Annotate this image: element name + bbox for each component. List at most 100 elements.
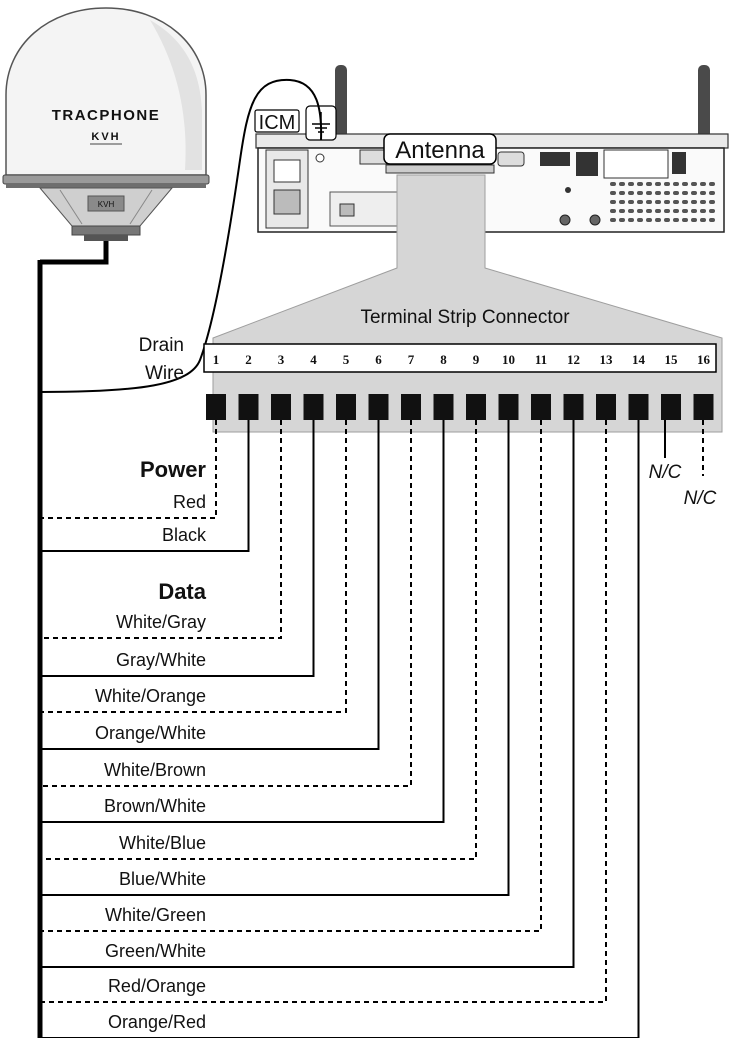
terminal-pin-number-2: 2 [245,352,252,367]
wire-pin-12 [40,420,575,968]
vent-slot [610,191,616,195]
vent-slot [709,209,715,213]
antenna-radome-shade [150,20,202,170]
drain-wire-label-line2: Wire [145,363,184,384]
wire-label: Black [162,525,207,545]
cable-from-antenna [40,241,109,265]
vent-slot [673,209,679,213]
wire-label: White/Blue [119,833,206,853]
vent-slot [628,182,634,186]
status-led [565,187,571,193]
wire-pin-7 [40,420,412,787]
vent-slot [700,191,706,195]
antenna-label-box [383,133,497,165]
antenna-dome-unit: KVH TracPhone KVH [2,7,210,241]
vent-slot [691,209,697,213]
antenna-label: Antenna [395,137,485,164]
antenna-maker-logo: KVH [91,131,120,143]
antenna-rim [2,174,210,185]
icm-label-box [254,109,300,133]
vent-slot [619,191,625,195]
vga-port [497,151,525,167]
vent-slot [691,191,697,195]
terminal-pin-number-12: 12 [567,352,580,367]
wire-pin-10 [40,420,510,896]
nc-label-15: N/C [649,462,682,483]
group-label-power: Power [140,457,206,482]
terminal-pin-6 [368,394,389,420]
vent-slot [628,218,634,222]
vent-slot [610,182,616,186]
vent-slot [655,218,661,222]
vent-slot [700,209,706,213]
vent-slot [664,218,670,222]
vent-slot [673,218,679,222]
antenna-base-strut [129,189,153,225]
vent-slot [664,200,670,204]
drain-wire-label-line1: Drain [139,335,184,356]
vent-slot [646,200,652,204]
wire-pin-8 [40,420,445,823]
terminal-pin-14 [628,394,649,420]
antenna-connector-plug [84,235,128,241]
wire-label: Orange/Red [108,1012,206,1032]
wire-pin-14 [40,420,640,1038]
antenna-brand: TracPhone [52,107,161,124]
wire-pin-6 [40,420,380,750]
coax-port-2 [559,214,571,226]
wifi-antenna-right [698,65,710,155]
vent-slot [610,209,616,213]
terminal-pin-3 [271,394,291,420]
wifi-antenna-left [335,65,347,155]
terminal-pin-number-9: 9 [473,352,480,367]
terminal-pin-number-7: 7 [408,352,415,367]
nc-label-16: N/C [684,488,717,509]
wire-label: Green/White [105,941,206,961]
terminal-pin-number-13: 13 [600,352,614,367]
vent-slot [700,218,706,222]
terminal-pin-11 [531,394,551,420]
ground-screw [315,153,325,163]
group-label-data: Data [158,579,206,604]
icm-label: ICM [259,112,296,134]
vent-slot [655,182,661,186]
network-ports-b [576,152,598,176]
wire-pin-13 [40,420,607,1003]
vent-slot [709,218,715,222]
vent-slot [628,200,634,204]
antenna-base-badge [87,195,125,212]
wire-pin-2 [40,420,250,552]
terminal-pin-number-4: 4 [310,352,317,367]
vent-slot [682,218,688,222]
vent-slot [628,191,634,195]
vent-slot [637,200,643,204]
vent-slot [637,218,643,222]
vent-slot [682,191,688,195]
antenna-rim-shadow [6,184,206,188]
terminal-number-bar [203,343,717,373]
wire-label: Blue/White [119,869,206,889]
wire-lines [40,420,640,1038]
vent-slot [691,218,697,222]
unit-terminal-strip [385,164,495,174]
vent-slot [664,191,670,195]
wire-label: Red [173,492,206,512]
antenna-connector [71,225,141,236]
terminal-pin-number-11: 11 [535,352,547,367]
network-ports-c [603,149,669,179]
vent-slot [700,200,706,204]
wire-pin-4 [40,420,315,677]
vent-slot [709,191,715,195]
vent-slot [664,209,670,213]
terminal-pin-blocks [206,394,714,420]
terminal-pin-number-8: 8 [440,352,447,367]
vent-slot [709,200,715,204]
terminal-pin-number-3: 3 [278,352,285,367]
terminal-pin-number-6: 6 [375,352,382,367]
antenna-base-badge-text: KVH [98,200,115,209]
vent-slot [655,191,661,195]
wire-label: White/Green [105,905,206,925]
drain-wire [39,78,323,393]
